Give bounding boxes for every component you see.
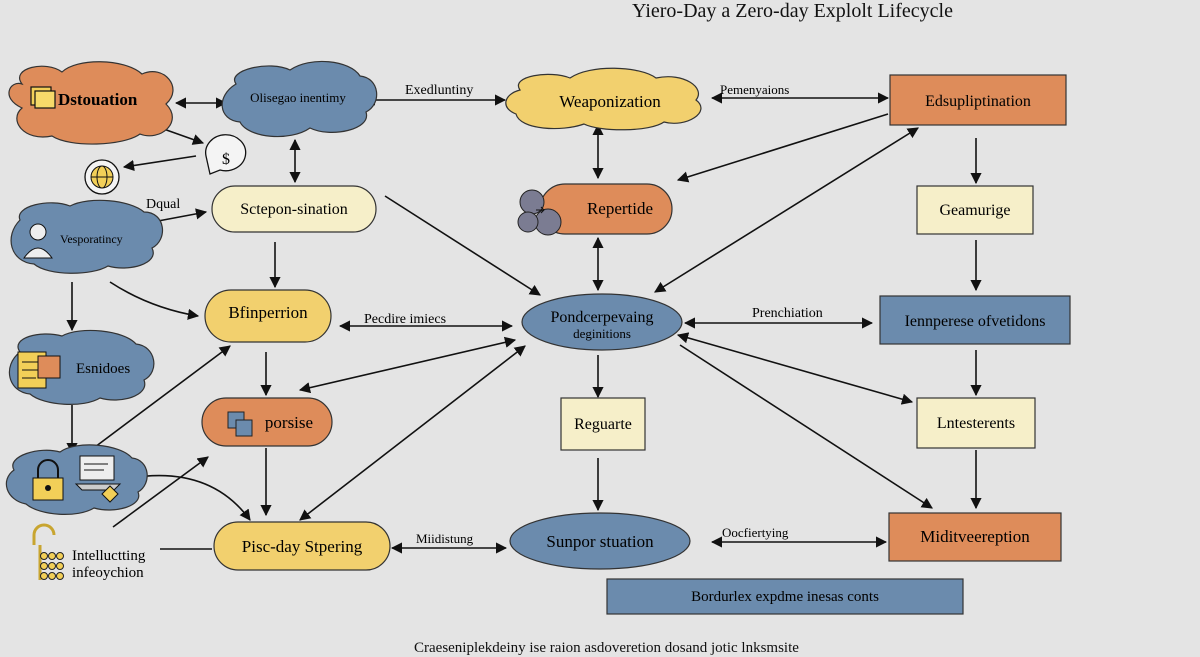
node-label: Weaponization — [559, 92, 661, 111]
edge-lock-pisc — [128, 470, 251, 521]
edge-label-prenchiation: Prenchiation — [752, 306, 823, 321]
edge-label-exedluntiny: Exedluntiny — [405, 83, 473, 98]
node-label: Bfinperrion — [228, 303, 308, 322]
node-label: Lntesterents — [937, 415, 1015, 432]
edge-edsup-rep — [676, 113, 889, 183]
user-icon — [23, 223, 53, 259]
edge-lock-bfin — [94, 345, 231, 448]
node-reguarte: Reguarte — [560, 397, 646, 451]
node-label: Dstouation — [58, 90, 138, 109]
node-sunpor: Sunpor stuation — [509, 512, 691, 570]
edge-pondcer-midit — [679, 344, 933, 509]
diagram-title: Yiero-Day a Zero-day Explolt Lifecycle — [632, 0, 953, 22]
node-label-intelt-2: infeoychion — [72, 565, 144, 581]
edge-vesp-bfinperrion — [109, 281, 200, 320]
node-pondcerpevaing: Pondcerpevaing deginitions — [521, 293, 683, 351]
node-label: Pondcerpevaing — [550, 309, 653, 326]
node-lock-cloud — [5, 444, 148, 515]
node-label: Sctepon-sination — [240, 201, 348, 218]
node-dstouation: Dstouation — [8, 61, 174, 145]
node-label: Geamurige — [939, 202, 1010, 219]
node-label: Iennperese ofvetidons — [905, 313, 1046, 330]
node-label: Reguarte — [574, 416, 632, 433]
edge-pisc-pondcer — [299, 345, 526, 521]
chat-bubble-icon: $ — [205, 134, 247, 175]
node-repertide: Repertide — [517, 183, 673, 236]
node-label-2: deginitions — [573, 326, 631, 341]
node-lntesterents: Lntesterents — [916, 397, 1036, 449]
lock-icon — [32, 459, 64, 501]
node-edsupliptination: Edsupliptination — [889, 74, 1067, 126]
edge-label-oocfiertying: Oocfiertying — [722, 525, 789, 540]
node-olisegao: Olisegao inentimy — [221, 60, 378, 138]
network-key-icon — [32, 523, 64, 580]
edge-label-pecdire: Pecdire imiecs — [364, 312, 446, 327]
node-miditveereption: Miditveereption — [888, 512, 1062, 562]
node-iennperese: Iennperese ofvetidons — [879, 295, 1071, 345]
node-label: Repertide — [587, 199, 653, 218]
node-label: Edsupliptination — [925, 93, 1031, 110]
laptop-icon — [74, 455, 122, 503]
edge-icon-globe — [122, 155, 197, 172]
node-label: Esnidoes — [76, 361, 130, 377]
edge-label-dqual: Dqual — [146, 197, 180, 212]
edge-scetepon-pondcer — [384, 195, 541, 296]
node-scetepon: Sctepon-sination — [211, 185, 377, 233]
node-weaponization: Weaponization — [505, 67, 702, 131]
node-pisc-day: Pisc-day Stpering — [213, 521, 391, 571]
edge-porsise-pondcer — [298, 336, 517, 394]
node-label: Bordurlex expdme inesas conts — [691, 589, 879, 605]
puzzle-icon — [227, 411, 253, 437]
node-vesporatincy: Vesporatincy — [10, 199, 164, 274]
node-label: Vesporatincy — [60, 232, 123, 246]
node-borduriex: Bordurlex expdme inesas conts — [606, 578, 964, 615]
edge-label-pemenyaions: Pemenyaions — [720, 82, 789, 97]
node-label: Sunpor stuation — [546, 532, 654, 551]
edge-intelt-porsise — [112, 456, 209, 528]
node-label: Olisegao inentimy — [250, 90, 346, 105]
document-icon — [17, 351, 61, 389]
node-label-intelt-1: Intelluctting — [72, 548, 146, 564]
edge-pondcer-lntest — [676, 332, 914, 405]
node-porsise: porsise — [201, 397, 333, 447]
edge-pondcer-edsup — [654, 127, 919, 293]
node-esnidoes: Esnidoes — [8, 329, 155, 405]
node-geamurige: Geamurige — [916, 185, 1034, 235]
globe-icon — [84, 159, 120, 195]
gear-cluster-icon — [517, 189, 562, 236]
edge-label-miidistung: Miidistung — [416, 531, 474, 546]
node-label: Miditveereption — [920, 527, 1030, 546]
node-bfinperrion: Bfinperrion — [204, 289, 332, 343]
edge-vesp-scetepon — [157, 208, 208, 222]
diagram-footer: Craeseniplekdeiny ise raion asdoveretion… — [414, 640, 799, 656]
svg-text:$: $ — [222, 151, 230, 168]
node-label: Pisc-day Stpering — [242, 537, 363, 556]
node-label: porsise — [265, 413, 313, 432]
